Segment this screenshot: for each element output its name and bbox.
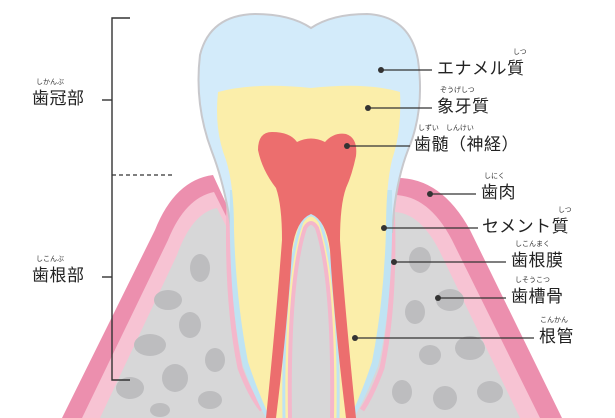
root-bracket (111, 175, 130, 381)
inter-root-bone (289, 223, 333, 418)
pulp-chamber (258, 132, 357, 418)
enamel-label: エナメル質 (437, 59, 525, 79)
crown-region-ruby: しかんぶ (36, 78, 64, 86)
leader-lines (347, 69, 534, 339)
root-region-label: 歯根部 (32, 266, 85, 286)
crown-region-label: 歯冠部 (32, 89, 85, 109)
root-canal-label: 根管 (539, 327, 574, 347)
pulp-ruby: しずい しんけい (418, 124, 474, 132)
root-canal-ruby: こんかん (540, 316, 568, 324)
cementum-label: セメント質 (482, 217, 570, 237)
bone-label: 歯槽骨 (511, 287, 564, 307)
cementum-ruby: しつ (558, 206, 572, 214)
enamel-ruby: しつ (513, 48, 527, 56)
crown-bracket (111, 17, 130, 175)
gum-label: 歯肉 (481, 183, 516, 203)
inter-root-ligament (287, 221, 335, 418)
ligament-ruby: しこんまく (515, 240, 550, 248)
bone-ruby: しそうこつ (515, 276, 550, 284)
dentin-label: 象牙質 (437, 97, 490, 117)
dentin-ruby: ぞうげしつ (440, 86, 475, 94)
ligament-band (225, 199, 396, 412)
pulp-label: 歯髄（神経） (414, 135, 519, 155)
gum-ruby: しにく (484, 172, 505, 180)
root-region-ruby: しこんぶ (36, 255, 64, 263)
ligament-label: 歯根膜 (511, 251, 564, 271)
